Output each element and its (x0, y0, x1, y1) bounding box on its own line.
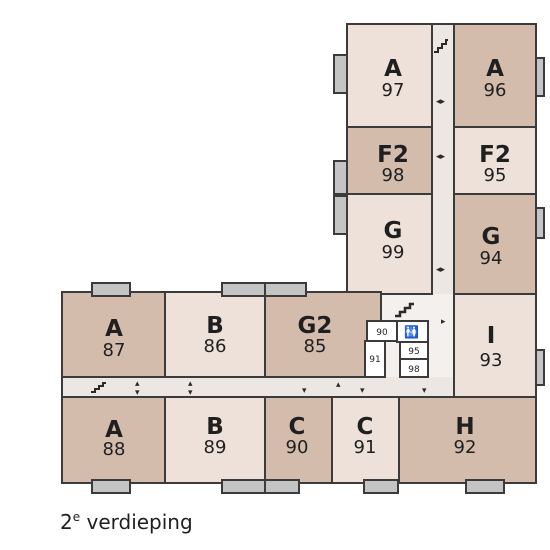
door-arrow-icon: ▾ (188, 388, 193, 398)
window-tab (333, 160, 348, 195)
room-letter: F2 (377, 142, 409, 168)
room-letter: H (455, 414, 474, 440)
door-arrow-icon: ▴ (188, 379, 193, 389)
room-letter: A (486, 56, 504, 82)
window-tab (535, 207, 545, 239)
room-letter: A (105, 316, 123, 342)
door-arrow-icon: ▾ (360, 386, 365, 396)
room-number: 90 (286, 437, 309, 458)
room-letter: A (105, 417, 123, 443)
door-arrow-icon: ◂▸ (436, 152, 446, 162)
room-number: 87 (103, 340, 126, 361)
window-tab (535, 57, 545, 97)
window-tab (535, 349, 545, 386)
room-89[interactable] (164, 396, 266, 484)
room-number: 97 (382, 80, 405, 101)
room-number: 86 (204, 336, 227, 357)
floor-ordinal-suffix: e (72, 510, 81, 524)
small-room-label: 98 (408, 365, 420, 375)
room-number: 94 (480, 248, 503, 269)
window-tab (91, 479, 131, 494)
small-room-label: 90 (376, 328, 388, 338)
small-room-label: 95 (408, 347, 419, 357)
outer-wall (61, 23, 537, 484)
room-letter: G (482, 224, 501, 250)
window-tab (221, 282, 266, 297)
small-room-label: 91 (369, 355, 380, 365)
room-number: 98 (382, 165, 405, 186)
room-letter: F2 (479, 142, 511, 168)
window-tab (264, 282, 307, 297)
window-tab (363, 479, 399, 494)
floor-ordinal: 2 (60, 510, 73, 534)
floor-name: verdieping (86, 510, 193, 534)
window-tab (333, 54, 348, 94)
room-86[interactable] (164, 291, 266, 378)
room-number: 91 (354, 437, 377, 458)
room-letter: B (206, 414, 224, 440)
window-tab (264, 479, 300, 494)
window-tab (465, 479, 505, 494)
room-letter: A (384, 56, 402, 82)
room-number: 85 (304, 336, 327, 357)
small-room-91[interactable] (364, 340, 386, 378)
room-letter: G2 (298, 313, 333, 339)
window-tab (91, 282, 131, 297)
window-tab (333, 195, 348, 235)
door-arrow-icon: ▴ (135, 379, 140, 389)
toilet-icon: 🚻 (404, 325, 419, 339)
door-arrow-icon: ▸ (441, 317, 446, 327)
room-number: 99 (382, 242, 405, 263)
door-arrow-icon: ▾ (302, 386, 307, 396)
room-91[interactable] (331, 396, 400, 484)
room-letter: G (384, 218, 403, 244)
floor-label: 2e verdieping (60, 510, 193, 534)
room-letter: B (206, 313, 224, 339)
room-85[interactable] (264, 291, 382, 378)
room-number: 88 (103, 439, 126, 460)
room-letter: C (357, 414, 374, 440)
room-93[interactable] (453, 293, 537, 398)
room-97[interactable] (346, 23, 433, 128)
door-arrow-icon: ▾ (135, 388, 140, 398)
room-99[interactable] (346, 193, 433, 295)
door-arrow-icon: ◂▸ (436, 97, 446, 107)
room-number: 96 (484, 80, 507, 101)
room-number: 95 (484, 165, 507, 186)
small-room-98[interactable] (399, 358, 429, 378)
room-letter: C (289, 414, 306, 440)
toilet-room[interactable] (396, 320, 429, 343)
stairs-icon (91, 382, 106, 393)
corridor-horizontal (62, 377, 454, 397)
room-letter: I (487, 323, 496, 349)
window-tab (221, 479, 266, 494)
room-number: 89 (204, 437, 227, 458)
room-number: 93 (480, 350, 503, 371)
stairs-icon (395, 302, 414, 318)
door-arrow-icon: ▾ (422, 386, 427, 396)
door-arrow-icon: ◂▸ (436, 265, 446, 275)
stairs-icon (434, 39, 448, 53)
room-number: 92 (454, 437, 477, 458)
door-arrow-icon: ▴ (336, 380, 341, 390)
